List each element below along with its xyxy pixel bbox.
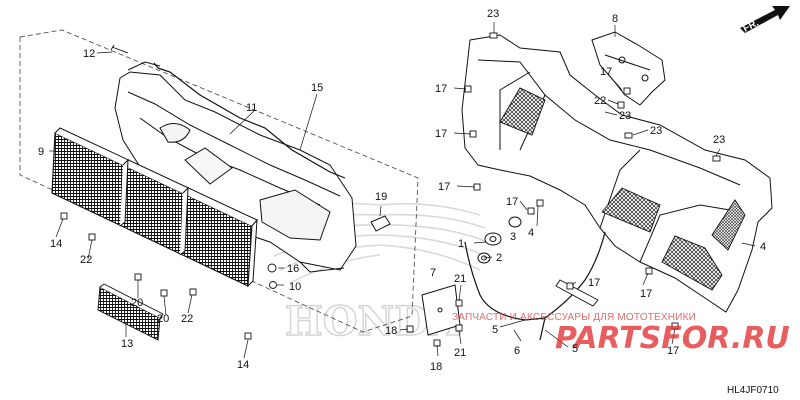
- rear-mesh-center: [601, 187, 661, 233]
- callout-19: 19: [375, 191, 387, 203]
- callout-17-a: 17: [435, 83, 447, 95]
- callout-21-top: 21: [454, 273, 466, 285]
- callout-7: 7: [430, 267, 436, 279]
- callout-23-far: 23: [713, 134, 725, 146]
- callout-9: 9: [38, 146, 44, 158]
- callout-13: 13: [121, 338, 133, 350]
- callout-23-mid: 23: [619, 110, 631, 122]
- leader-lines: [49, 22, 756, 359]
- rear-mesh-left: [499, 87, 546, 136]
- callout-3: 3: [510, 231, 516, 243]
- callout-23-right: 23: [650, 125, 662, 137]
- callout-22-center: 22: [181, 313, 193, 325]
- upper-housing: [114, 61, 357, 273]
- callout-17-b: 17: [435, 128, 447, 140]
- callout-17-d: 17: [600, 66, 612, 78]
- callout-14-left: 14: [50, 238, 62, 250]
- diagram-code: HL4JF0710: [727, 385, 779, 396]
- callout-23-top: 23: [487, 8, 499, 20]
- callout-20-center: 20: [157, 313, 169, 325]
- callout-16: 16: [287, 263, 299, 275]
- callout-22-lower: 4: [528, 227, 534, 239]
- mesh-screen: [51, 127, 258, 288]
- callout-22-upper: 22: [594, 95, 606, 107]
- grommet: [477, 216, 522, 264]
- callout-20-left: 20: [131, 297, 143, 309]
- callout-10: 10: [289, 281, 301, 293]
- small-mesh: [97, 286, 161, 341]
- callout-6: 6: [514, 345, 520, 357]
- callout-18-left: 18: [385, 325, 397, 337]
- callout-22-left: 22: [80, 254, 92, 266]
- rear-mesh-side: [711, 199, 746, 251]
- callout-15: 15: [311, 82, 323, 94]
- assembly-frame: [19, 29, 419, 333]
- callout-17-f: 17: [588, 277, 600, 289]
- callout-5-left: 5: [492, 324, 498, 336]
- callout-17-g: 17: [640, 288, 652, 300]
- callout-5-right: 5: [572, 343, 578, 355]
- rear-mesh-right: [661, 235, 723, 291]
- callout-1: 1: [458, 238, 464, 250]
- front-direction-arrow: FR.: [740, 6, 790, 35]
- shop-watermark-logo: PARTSFOR.RU: [555, 321, 790, 356]
- callout-2: 2: [496, 252, 502, 264]
- callout-17-h: 17: [667, 345, 679, 357]
- callout-18-bottom: 18: [430, 361, 442, 373]
- callout-12: 12: [83, 48, 95, 60]
- shop-watermark-text: ЗАПЧАСТИ И АКСЕССУАРЫ ДЛЯ МОТОТЕХНИКИ: [452, 312, 696, 323]
- rod: [157, 67, 346, 179]
- callout-8: 8: [612, 13, 618, 25]
- callout-17-c: 17: [438, 181, 450, 193]
- callouts: 9 12 11 15 14 22 20 20 22 13 14 16 10 19…: [38, 8, 766, 373]
- callout-14-bottom: 14: [237, 359, 249, 371]
- callout-4: 4: [760, 241, 766, 253]
- callout-17-e: 17: [506, 196, 518, 208]
- cable-upper: [464, 241, 546, 321]
- callout-21-bottom: 21: [454, 347, 466, 359]
- callout-11: 11: [246, 102, 257, 114]
- clip: [370, 215, 391, 232]
- fasteners: [60, 32, 721, 347]
- cable-lower: [539, 231, 606, 341]
